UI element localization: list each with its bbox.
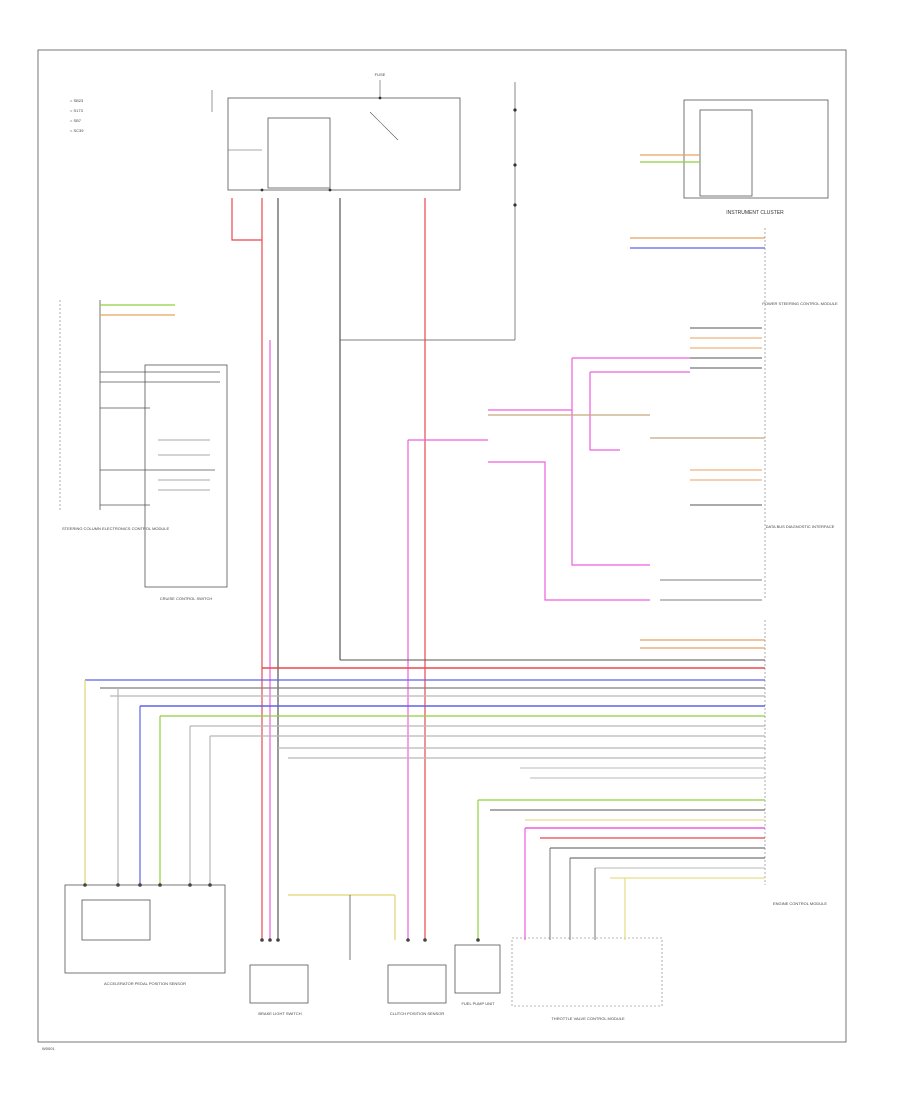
- legend-item: = SC39: [70, 128, 84, 133]
- legend-item: = SB23: [70, 98, 84, 103]
- legend: = SB23 = S173 = SB7 = SC39: [70, 98, 84, 133]
- fuel-pump-label: FUEL PUMP UNIT: [461, 1001, 495, 1006]
- brake-light-switch-label: BRAKE LIGHT SWITCH: [258, 1011, 301, 1016]
- instrument-cluster: INSTRUMENT CLUSTER: [640, 99, 829, 216]
- fuel-pump-unit: FUEL PUMP UNIT: [454, 799, 765, 1006]
- gateway-label: DATA BUS DIAGNOSTIC INTERFACE: [766, 524, 835, 529]
- engine-control-module: [764, 620, 766, 885]
- power-steering-module: [211, 80, 461, 192]
- legend-item: = SB7: [70, 118, 82, 123]
- fuse-chain: [340, 82, 517, 341]
- accelerator-pedal-sensor: ACCELERATOR PEDAL POSITION SENSOR: [64, 680, 226, 986]
- throttle-valve-label: THROTTLE VALVE CONTROL MODULE: [551, 1016, 625, 1021]
- brake-light-switch: BRAKE LIGHT SWITCH: [249, 894, 395, 1016]
- steering-column-label: STEERING COLUMN ELECTRONICS CONTROL MODU…: [62, 526, 170, 531]
- legend-item: = S173: [70, 108, 84, 113]
- ecm-label: ENGINE CONTROL MODULE: [773, 901, 827, 906]
- fuse-label: FUSE: [375, 72, 386, 77]
- cruise-control-switch: CRUISE CONTROL SWITCH STEERING COLUMN EL…: [59, 300, 228, 601]
- clutch-position-sensor: CLUTCH POSITION SENSOR: [387, 895, 447, 1016]
- accelerator-pedal-label: ACCELERATOR PEDAL POSITION SENSOR: [104, 981, 186, 986]
- throttle-valve-module: THROTTLE VALVE CONTROL MODULE: [511, 828, 663, 1021]
- clutch-sensor-label: CLUTCH POSITION SENSOR: [390, 1011, 445, 1016]
- instrument-cluster-label: INSTRUMENT CLUSTER: [726, 210, 784, 216]
- cruise-switch-label: CRUISE CONTROL SWITCH: [160, 596, 213, 601]
- page-reference: W0001: [42, 1046, 55, 1051]
- right-connectors: [690, 327, 762, 369]
- power-steering-label: POWER STEERING CONTROL MODULE: [762, 301, 838, 306]
- connector-pins: [83, 883, 480, 942]
- diagram-frame: [37, 49, 847, 1043]
